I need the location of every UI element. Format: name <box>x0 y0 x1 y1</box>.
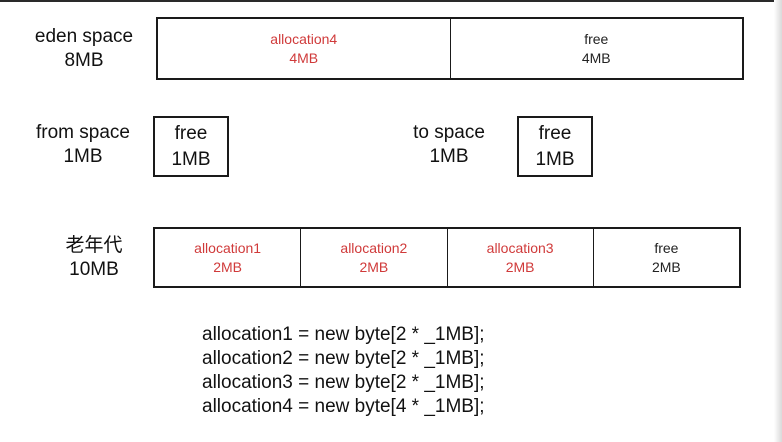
code-line: allocation4 = new byte[4 * _1MB]; <box>202 396 485 417</box>
old-cell-allocation3: allocation3 2MB <box>446 229 593 286</box>
eden-space-label: eden space 8MB <box>22 25 146 73</box>
code-line: allocation3 = new byte[2 * _1MB]; <box>202 372 485 393</box>
old-cell-size: 2MB <box>651 258 681 275</box>
eden-space-size: 8MB <box>64 50 104 71</box>
from-space-label: from space 1MB <box>24 121 142 169</box>
old-cell-label: allocation1 <box>194 239 262 256</box>
old-cell-label: allocation3 <box>486 239 554 256</box>
eden-cell-allocation4: allocation4 4MB <box>158 19 450 78</box>
eden-cell-size: 4MB <box>581 49 611 66</box>
old-cell-allocation1: allocation1 2MB <box>155 229 300 286</box>
eden-cell-free: free 4MB <box>449 19 743 78</box>
to-space-box: free 1MB <box>517 116 593 177</box>
eden-cell-label: allocation4 <box>270 30 338 47</box>
allocation-code-listing: allocation1 = new byte[2 * _1MB]; alloca… <box>202 323 485 419</box>
to-space-label: to space 1MB <box>400 121 498 169</box>
code-line: allocation2 = new byte[2 * _1MB]; <box>202 348 485 369</box>
old-generation-label: 老年代 10MB <box>52 234 136 282</box>
old-cell-size: 2MB <box>505 258 535 275</box>
old-cell-allocation2: allocation2 2MB <box>300 229 446 286</box>
old-cell-free: free 2MB <box>592 229 739 286</box>
eden-cell-size: 4MB <box>289 49 319 66</box>
eden-space-box: allocation4 4MB free 4MB <box>156 17 744 80</box>
old-generation-size: 10MB <box>69 259 119 280</box>
old-cell-size: 2MB <box>359 258 389 275</box>
from-space-box: free 1MB <box>153 116 229 177</box>
old-generation-name: 老年代 <box>65 235 123 256</box>
code-line: allocation1 = new byte[2 * _1MB]; <box>202 324 485 345</box>
old-cell-label: free <box>654 239 679 256</box>
to-space-cell-size: 1MB <box>535 148 575 170</box>
from-space-size: 1MB <box>63 146 103 167</box>
from-space-cell-label: free <box>174 122 208 144</box>
top-border-line <box>0 0 782 2</box>
eden-space-name: eden space <box>34 26 134 47</box>
to-space-cell-label: free <box>538 122 572 144</box>
from-space-name: from space <box>36 122 130 143</box>
old-cell-size: 2MB <box>213 258 243 275</box>
from-space-cell-size: 1MB <box>171 148 211 170</box>
old-generation-box: allocation1 2MB allocation2 2MB allocati… <box>153 227 741 288</box>
old-cell-label: allocation2 <box>340 239 408 256</box>
to-space-size: 1MB <box>429 146 469 167</box>
right-edge-shadow <box>774 0 782 442</box>
to-space-name: to space <box>413 122 485 143</box>
eden-cell-label: free <box>584 30 609 47</box>
